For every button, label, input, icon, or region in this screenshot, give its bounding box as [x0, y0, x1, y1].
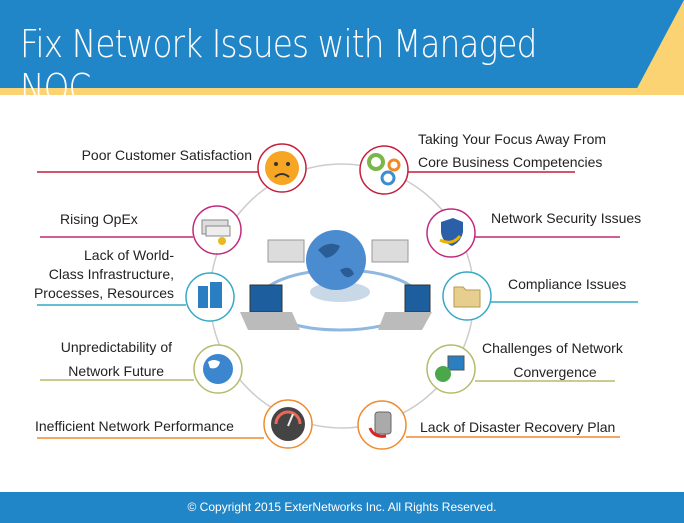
label-line: Unpredictability of [60, 339, 172, 355]
label-line: Taking Your Focus Away From [418, 131, 607, 147]
label-line: Challenges of Network [482, 340, 623, 356]
database-icon [357, 400, 407, 450]
header-stripe [0, 88, 684, 95]
gauge-icon [263, 399, 313, 449]
folder-icon [442, 271, 492, 321]
label-line: Network Future [68, 363, 164, 379]
laptop-icon [371, 239, 409, 263]
label-line: Lack of World- [84, 247, 174, 263]
header-banner [0, 0, 684, 94]
laptop-icon [240, 284, 300, 330]
label-line: Class Infrastructure, [48, 266, 174, 282]
issue-rising-opex: Rising OpEx [60, 211, 138, 227]
shield-icon [426, 208, 476, 258]
money-icon [192, 205, 242, 255]
issue-disaster-recovery: Lack of Disaster Recovery Plan [420, 419, 616, 435]
building-icon [185, 272, 235, 322]
laptop-icon [267, 239, 305, 263]
issue-network-security: Network Security Issues [491, 210, 642, 226]
globe-icon [193, 344, 243, 394]
label-line: Core Business Competencies [418, 154, 603, 170]
issue-inefficient-performance: Inefficient Network Performance [35, 418, 234, 434]
sad-face-icon [257, 143, 307, 193]
central-globe-icon [306, 230, 366, 290]
label-line: Processes, Resources [33, 285, 174, 301]
issue-compliance: Compliance Issues [508, 276, 627, 292]
laptop-icon [378, 284, 432, 330]
footer-copyright: © Copyright 2015 ExterNetworks Inc. All … [0, 492, 684, 523]
gears-icon [359, 145, 409, 195]
issue-poor-customer-satisfaction: Poor Customer Satisfaction [81, 147, 252, 163]
page-title: Fix Network Issues with Managed NOC [20, 22, 537, 110]
label-line: Convergence [513, 364, 597, 380]
network-center-illustration [240, 230, 432, 332]
monitor-globe-icon [426, 344, 476, 394]
